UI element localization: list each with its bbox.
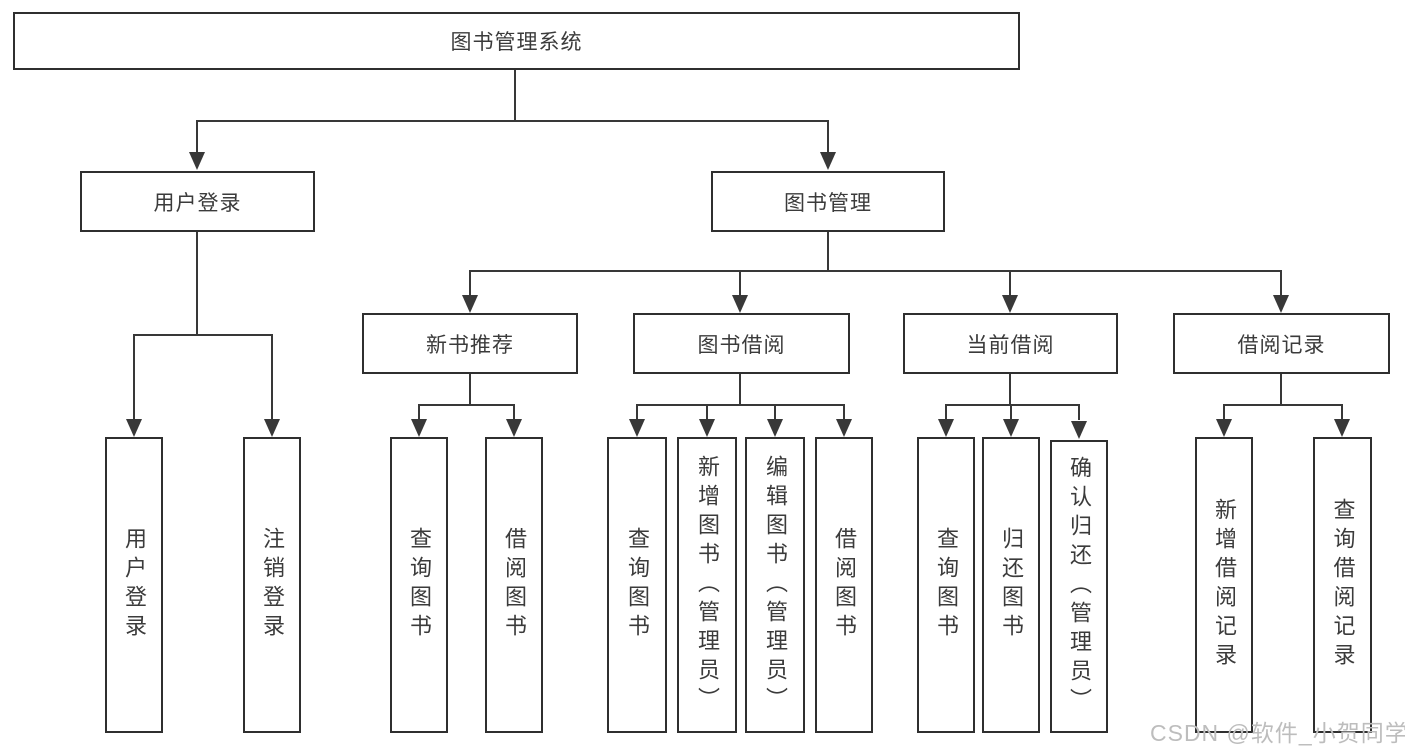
node-current-borrowing-label: 当前借阅 (966, 333, 1055, 357)
connector-line (636, 404, 638, 420)
node-leaf-bb-edit-book-admin-label: 编辑图书（管理员） (763, 454, 788, 716)
node-user-login-label: 用户登录 (153, 191, 242, 215)
connector-line (196, 232, 198, 336)
connector-line (469, 270, 1282, 272)
node-user-login: 用户登录 (80, 171, 315, 232)
node-leaf-bb-borrow-book-label: 借阅图书 (832, 527, 857, 643)
connector-line (1009, 374, 1011, 406)
node-book-borrowing-label: 图书借阅 (697, 333, 786, 357)
arrow-down-icon (820, 152, 836, 170)
node-leaf-cb-confirm-return-admin-label: 确认归还（管理员） (1067, 456, 1092, 717)
node-book-management-label: 图书管理 (784, 191, 872, 215)
node-leaf-cb-return-book: 归还图书 (982, 437, 1040, 733)
node-root-label: 图书管理系统 (450, 31, 583, 54)
connector-line (418, 404, 515, 406)
node-leaf-logout: 注销登录 (243, 437, 301, 733)
node-leaf-cb-query-book: 查询图书 (917, 437, 975, 733)
arrow-down-icon (629, 419, 645, 437)
connector-line (1280, 374, 1282, 406)
arrow-down-icon (836, 419, 852, 437)
connector-line (827, 120, 829, 154)
node-leaf-br-query-record: 查询借阅记录 (1313, 437, 1372, 733)
node-current-borrowing: 当前借阅 (903, 313, 1118, 374)
connector-line (636, 404, 845, 406)
connector-line (1223, 404, 1343, 406)
node-leaf-nb-borrow-book: 借阅图书 (485, 437, 543, 733)
arrow-down-icon (411, 419, 427, 437)
connector-line (1078, 404, 1080, 420)
connector-line (774, 404, 776, 420)
node-leaf-bb-query-book: 查询图书 (607, 437, 667, 733)
connector-line (271, 334, 273, 420)
node-leaf-br-add-record: 新增借阅记录 (1195, 437, 1253, 733)
connector-line (196, 120, 198, 154)
arrow-down-icon (264, 419, 280, 437)
arrow-down-icon (1216, 419, 1232, 437)
arrow-down-icon (1003, 419, 1019, 437)
connector-line (1280, 270, 1282, 297)
node-new-book-recommend: 新书推荐 (362, 313, 578, 374)
arrow-down-icon (767, 419, 783, 437)
connector-line (827, 232, 829, 272)
connector-line (706, 404, 708, 420)
node-leaf-bb-add-book-admin-label: 新增图书（管理员） (695, 454, 720, 716)
node-leaf-br-add-record-label: 新增借阅记录 (1212, 498, 1237, 672)
connector-line (513, 404, 515, 420)
arrow-down-icon (938, 419, 954, 437)
node-leaf-br-query-record-label: 查询借阅记录 (1330, 498, 1356, 672)
connector-line (469, 374, 471, 406)
node-leaf-bb-borrow-book: 借阅图书 (815, 437, 873, 733)
node-leaf-cb-query-book-label: 查询图书 (934, 527, 959, 643)
node-leaf-nb-query-book-label: 查询图书 (407, 527, 432, 643)
arrow-down-icon (1273, 295, 1289, 313)
connector-line (196, 120, 829, 122)
node-leaf-cb-return-book-label: 归还图书 (999, 527, 1024, 643)
connector-line (843, 404, 845, 420)
connector-line (945, 404, 1080, 406)
node-leaf-nb-query-book: 查询图书 (390, 437, 448, 733)
connector-line (469, 270, 471, 297)
connector-line (1009, 270, 1011, 297)
arrow-down-icon (126, 419, 142, 437)
connector-line (1223, 404, 1225, 420)
csdn-watermark: CSDN @软件_小贺同学 (1150, 720, 1405, 746)
node-leaf-bb-add-book-admin: 新增图书（管理员） (677, 437, 737, 733)
connector-line (1341, 404, 1343, 420)
node-leaf-user-login-label: 用户登录 (122, 527, 147, 643)
node-leaf-user-login: 用户登录 (105, 437, 163, 733)
node-leaf-cb-confirm-return-admin: 确认归还（管理员） (1050, 440, 1108, 733)
connector-line (133, 334, 273, 336)
node-leaf-logout-label: 注销登录 (260, 527, 285, 643)
node-book-management: 图书管理 (711, 171, 945, 232)
node-leaf-nb-borrow-book-label: 借阅图书 (502, 527, 527, 643)
arrow-down-icon (699, 419, 715, 437)
arrow-down-icon (1071, 421, 1087, 439)
node-leaf-bb-query-book-label: 查询图书 (625, 527, 650, 643)
connector-line (418, 404, 420, 420)
arrow-down-icon (1334, 419, 1350, 437)
connector-line (739, 270, 741, 297)
connector-line (133, 334, 135, 420)
connector-line (945, 404, 947, 420)
node-new-book-recommend-label: 新书推荐 (426, 333, 514, 357)
node-leaf-bb-edit-book-admin: 编辑图书（管理员） (745, 437, 805, 733)
arrow-down-icon (732, 295, 748, 313)
node-borrowing-records: 借阅记录 (1173, 313, 1390, 374)
connector-line (739, 374, 741, 406)
connector-line (514, 70, 516, 122)
arrow-down-icon (506, 419, 522, 437)
arrow-down-icon (462, 295, 478, 313)
arrow-down-icon (1002, 295, 1018, 313)
node-borrowing-records-label: 借阅记录 (1237, 333, 1326, 357)
node-root: 图书管理系统 (13, 12, 1020, 70)
arrow-down-icon (189, 152, 205, 170)
node-book-borrowing: 图书借阅 (633, 313, 850, 374)
connector-line (1010, 404, 1012, 420)
